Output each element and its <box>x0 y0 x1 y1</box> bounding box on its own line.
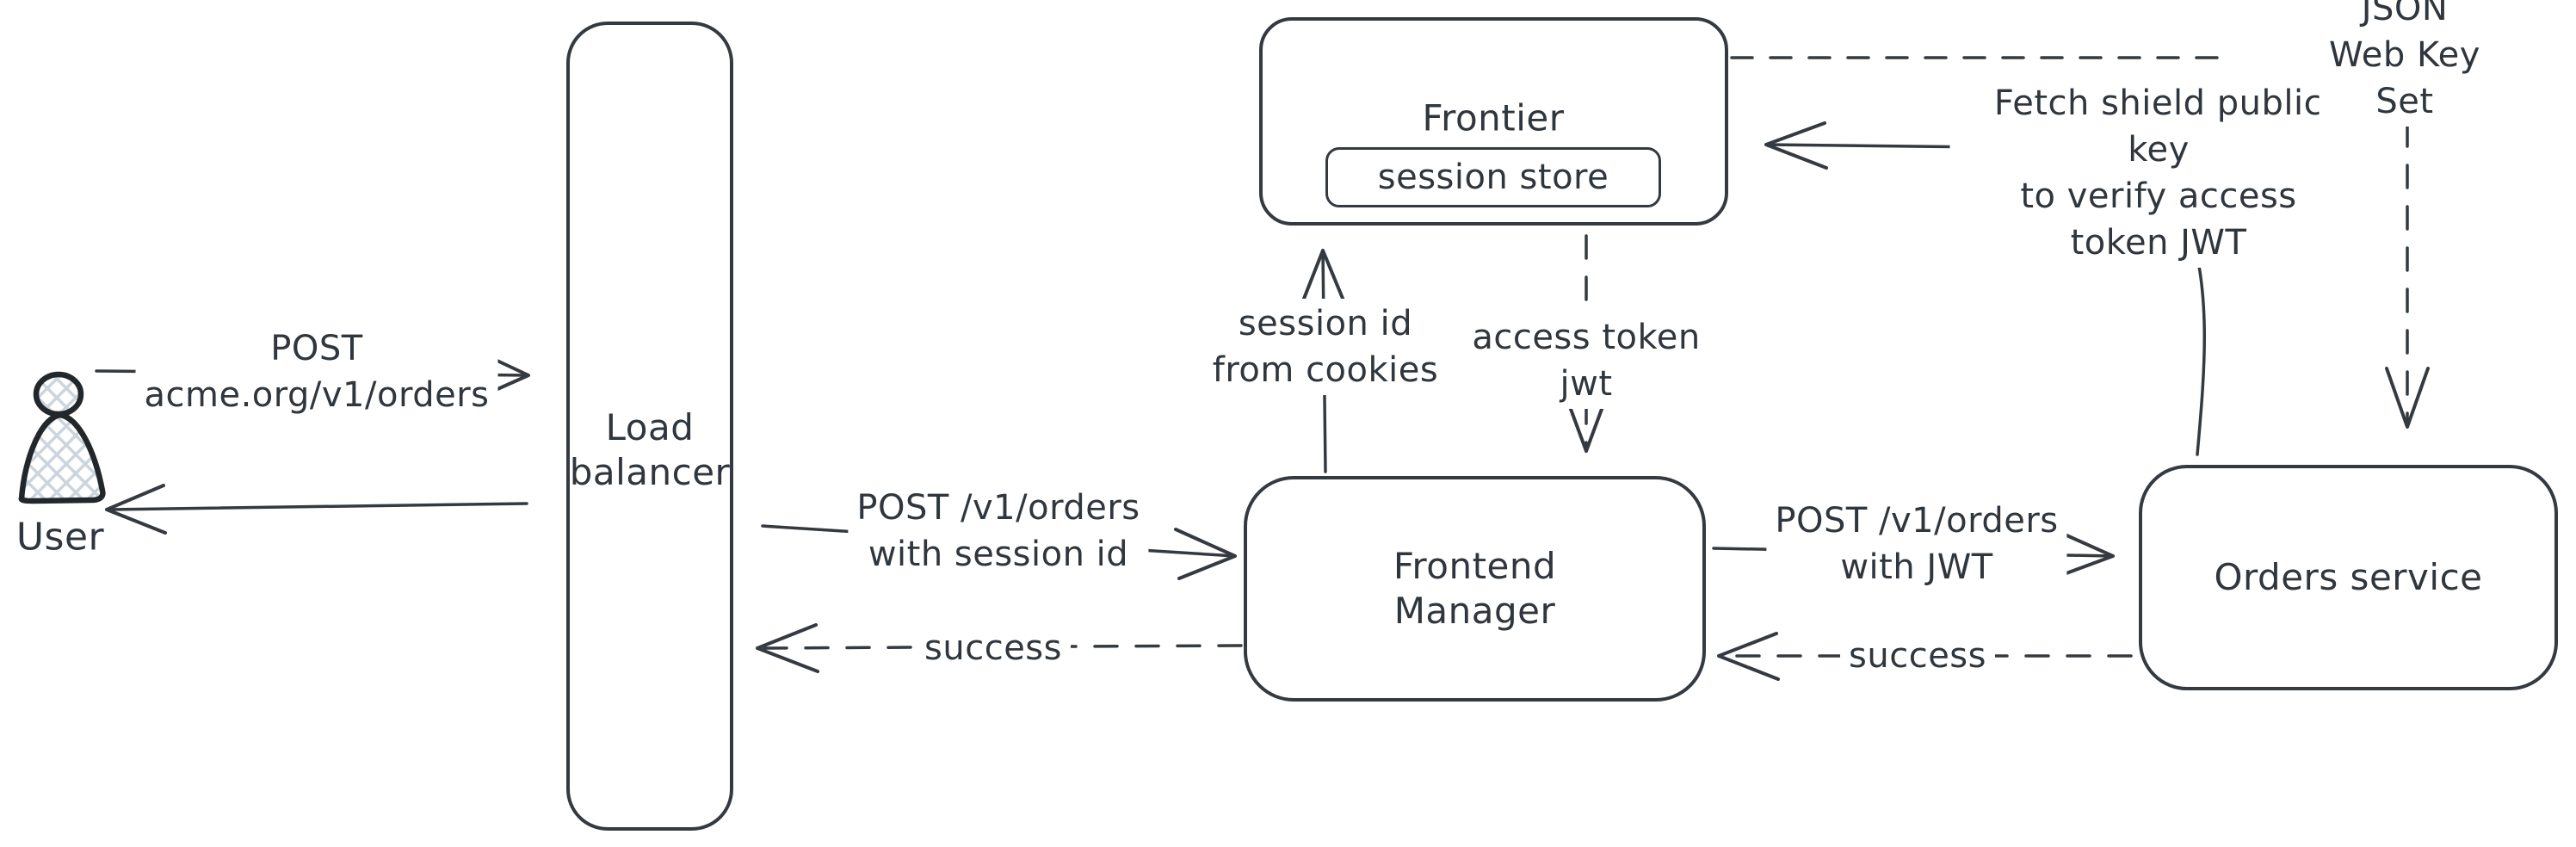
edge-label-success-left: success <box>916 623 1071 673</box>
frontend-manager-label: Frontend Manager <box>1393 544 1557 633</box>
node-session-store: session store <box>1325 147 1661 207</box>
session-store-label: session store <box>1377 158 1609 197</box>
edge-label-post-orders-jwt: POST /v1/orders with JWT <box>1766 496 2067 592</box>
edge-frontend-manager-to-load-balancer <box>756 623 1243 673</box>
frontier-label: Frontier <box>1422 96 1565 139</box>
user-icon <box>18 371 106 504</box>
edge-label-access-token-jwt: access token jwt <box>1463 312 1709 409</box>
node-load-balancer: Load balancer <box>566 22 733 831</box>
edge-label-session-id-from-cookies: session id from cookies <box>1203 299 1448 395</box>
edge-load-balancer-to-user <box>105 484 528 535</box>
edge-label-success-right: success <box>1840 631 1995 681</box>
node-frontend-manager: Frontend Manager <box>1244 476 1706 702</box>
load-balancer-label: Load balancer <box>569 405 731 494</box>
edge-jwks-to-orders-service <box>2385 81 2430 429</box>
user-label: User <box>15 515 105 560</box>
edge-label-post-acme-orders: POST acme.org/v1/orders <box>135 324 498 420</box>
edge-label-post-orders-session-id: POST /v1/orders with session id <box>848 483 1149 579</box>
node-orders-service: Orders service <box>2139 465 2558 690</box>
edge-label-fetch-shield-public-key: Fetch shield public key to verify access… <box>1949 78 2368 268</box>
edge-label-json-web-key-set: JSON Web Key Set <box>2319 0 2491 127</box>
orders-service-label: Orders service <box>2214 555 2483 598</box>
